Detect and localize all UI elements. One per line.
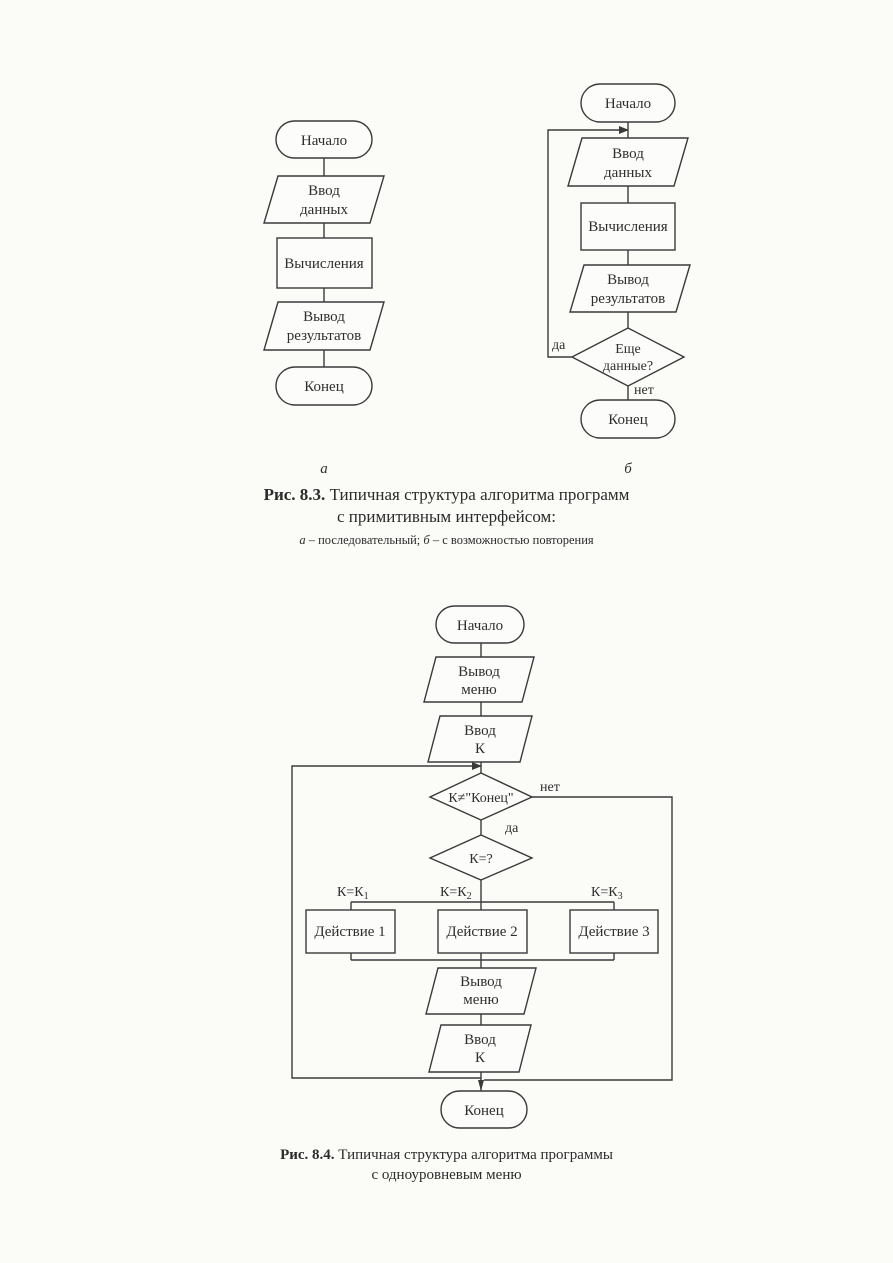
fig83-caption-line1: Рис. 8.3. Типичная структура алгоритма п… (0, 484, 893, 506)
fig84-condition-label: К≠"Конец" (448, 791, 513, 806)
fig83a-end-label: Конец (304, 379, 343, 395)
fig83b-decision-label-2: данные? (603, 359, 653, 374)
fig84-input1-label-1: Ввод (464, 723, 496, 739)
fig84-menu2-label-2: меню (463, 992, 498, 1008)
fig84-start-terminal (435, 605, 525, 644)
fig84-action2-label: Действие 2 (446, 924, 517, 940)
fig84-case2-label: К=К2 (440, 885, 472, 902)
fig83-caption-number: Рис. 8.3. (263, 485, 326, 504)
fig83b-no-label: нет (634, 383, 654, 398)
fig84-input1-label-2: К (475, 741, 486, 757)
fig83b-end-terminal (580, 399, 676, 439)
fig83b-input-label-1: Ввод (612, 146, 644, 162)
fig84-diagram: Начало Вывод меню Ввод К К≠"Конец" нет д… (291, 605, 673, 1129)
fig84-caption: Рис. 8.4. Типичная структура алгоритма п… (0, 1145, 893, 1185)
fig83-sub-a-text: – последовательный; (305, 533, 424, 547)
fig83b-diagram: Начало Ввод данных Вычисления Вывод резу… (547, 83, 691, 439)
fig84-caption-line1: Рис. 8.4. Типичная структура алгоритма п… (0, 1145, 893, 1165)
fig84-input1-io (427, 715, 533, 763)
fig84-switch-decision (428, 834, 534, 881)
fig83b-output-label-1: Вывод (607, 272, 649, 288)
fig83b-input-io (567, 137, 689, 187)
fig83-caption-line2: с примитивным интерфейсом: (337, 507, 556, 526)
fig83-sub-a-letter: а (299, 533, 306, 547)
fig83a-calc-process (276, 237, 373, 289)
fig83-sub-b-text: – с возможностью повторения (429, 533, 594, 547)
fig84-action2-process (437, 909, 528, 954)
fig84-menu1-label-1: Вывод (458, 664, 500, 680)
fig84-switch-label: К=? (469, 852, 492, 867)
fig84-case3-label: К=К3 (591, 885, 623, 902)
fig84-end-terminal (440, 1090, 528, 1129)
fig83a-end-terminal (275, 366, 373, 406)
fig84-input2-label-1: Ввод (464, 1032, 496, 1048)
fig83-caption: Рис. 8.3. Типичная структура алгоритма п… (0, 484, 893, 528)
fig83b-decision-label-1: Еще (615, 342, 641, 357)
fig83b-decision (570, 327, 686, 387)
fig83a-calc-label: Вычисления (284, 256, 364, 272)
fig84-case1-label: К=К1 (337, 885, 369, 902)
fig84-yes-label: да (505, 821, 519, 836)
fig83b-start-terminal (580, 83, 676, 123)
fig84-caption-title: Типичная структура алгоритма программы (338, 1147, 613, 1163)
fig84-condition-decision (428, 772, 534, 821)
fig84-caption-line2: с одноуровневым меню (371, 1167, 522, 1183)
fig84-input2-label-2: К (475, 1050, 486, 1066)
fig83b-output-io (569, 264, 691, 313)
fig84-action1-process (305, 909, 396, 954)
fig83b-end-label: Конец (608, 412, 647, 428)
fig83a-output-label-1: Вывод (303, 309, 345, 325)
fig84-action1-label: Действие 1 (314, 924, 385, 940)
fig84-action3-label: Действие 3 (578, 924, 649, 940)
fig83a-input-label-2: данных (300, 202, 348, 218)
fig84-menu1-io (423, 656, 535, 703)
fig84-start-label: Начало (457, 618, 503, 634)
fig84-input2-io (428, 1024, 532, 1073)
fig84-caption-number: Рис. 8.4. (280, 1147, 335, 1163)
fig83b-start-label: Начало (605, 96, 651, 112)
fig84-menu2-label-1: Вывод (460, 974, 502, 990)
fig83-sub-b-letter: б (423, 533, 430, 547)
fig83b-input-label-2: данных (604, 165, 652, 181)
fig83-caption-title: Типичная структура алгоритма программ (329, 485, 630, 504)
fig83-label-b: б (624, 461, 632, 477)
fig83-label-a: а (320, 461, 328, 477)
fig84-no-label: нет (540, 780, 560, 795)
fig83-caption-sub: а – последовательный; б – с возможностью… (0, 533, 893, 548)
fig83b-calc-label: Вычисления (588, 219, 668, 235)
fig84-end-label: Конец (464, 1103, 503, 1119)
fig84-action3-process (569, 909, 659, 954)
fig83a-output-io (263, 301, 385, 351)
fig84-menu1-label-2: меню (461, 682, 496, 698)
fig83b-output-label-2: результатов (591, 291, 666, 307)
fig83a-diagram: Начало Ввод данных Вычисления Вывод резу… (263, 120, 385, 406)
fig83a-input-label-1: Ввод (308, 183, 340, 199)
fig83a-start-terminal (275, 120, 373, 159)
fig83a-output-label-2: результатов (287, 328, 362, 344)
fig83b-calc-process (580, 202, 676, 251)
fig84-menu2-io (425, 967, 537, 1015)
fig83a-start-label: Начало (301, 133, 347, 149)
fig83b-yes-label: да (552, 338, 566, 353)
fig83a-input-io (263, 175, 385, 224)
